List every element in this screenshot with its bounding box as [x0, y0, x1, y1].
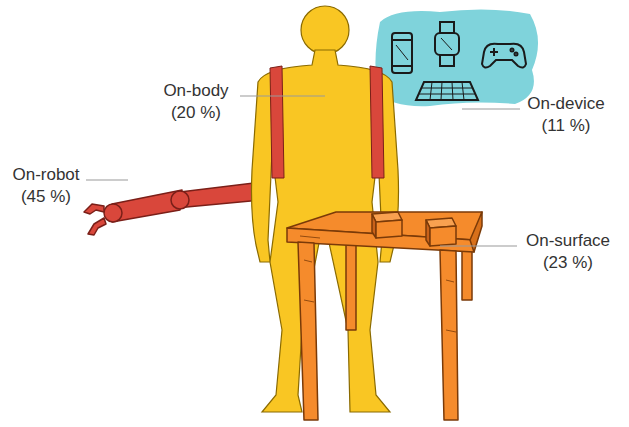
category-label: On-robot — [12, 166, 79, 183]
percentage-label: (20 %) — [171, 104, 221, 121]
watch-icon — [435, 22, 459, 66]
blocks — [372, 212, 456, 246]
person-figure — [252, 6, 399, 412]
device-cloud — [375, 9, 538, 106]
backpack-straps — [270, 66, 384, 178]
phone-icon — [392, 33, 412, 73]
category-label: On-surface — [526, 232, 610, 249]
category-label: On-device — [527, 95, 604, 112]
category-label: On-body — [163, 82, 228, 99]
percentage-label: (11 %) — [542, 117, 591, 134]
keyboard-icon — [416, 82, 478, 100]
gamepad-icon — [482, 44, 526, 68]
percentage-label: (45 %) — [21, 188, 71, 205]
table — [287, 212, 482, 420]
leader-lines — [86, 96, 520, 246]
robot-arm — [84, 182, 262, 235]
percentage-label: (23 %) — [543, 254, 593, 271]
